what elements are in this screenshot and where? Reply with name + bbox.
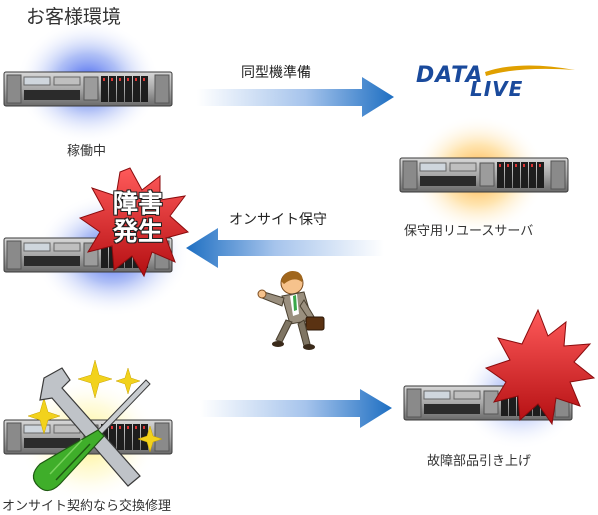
label-onsite: オンサイト保守 [229,212,327,228]
server-icon [399,157,569,193]
explosion-icon [78,167,190,278]
datalive-logo: DATA LIVE [416,63,575,101]
right-arrow-icon [200,389,392,428]
right-arrow-icon [197,77,394,117]
running-person-icon [257,271,325,350]
left-arrow-icon [186,228,384,268]
failure-burst-label: 障害 発生 [106,190,170,246]
label-maintenance-server: 保守用リユースサーバ [404,224,534,239]
page-title: お客様環境 [26,6,122,28]
server-icon [3,71,173,107]
failure-line-1: 障害 [112,189,163,218]
label-same-model: 同型機準備 [241,65,311,81]
explosion-icon [484,308,596,426]
sparkle-icon [27,359,163,453]
wrench-screwdriver-icon [32,367,151,492]
failure-line-2: 発生 [112,217,163,246]
svg-text:DATA: DATA [416,63,484,88]
label-contract-swap: オンサイト契約なら交換修理 [2,499,172,514]
label-running: 稼働中 [67,144,107,159]
svg-text:LIVE: LIVE [470,77,523,101]
label-parts-pickup: 故障部品引き上げ [427,454,532,469]
